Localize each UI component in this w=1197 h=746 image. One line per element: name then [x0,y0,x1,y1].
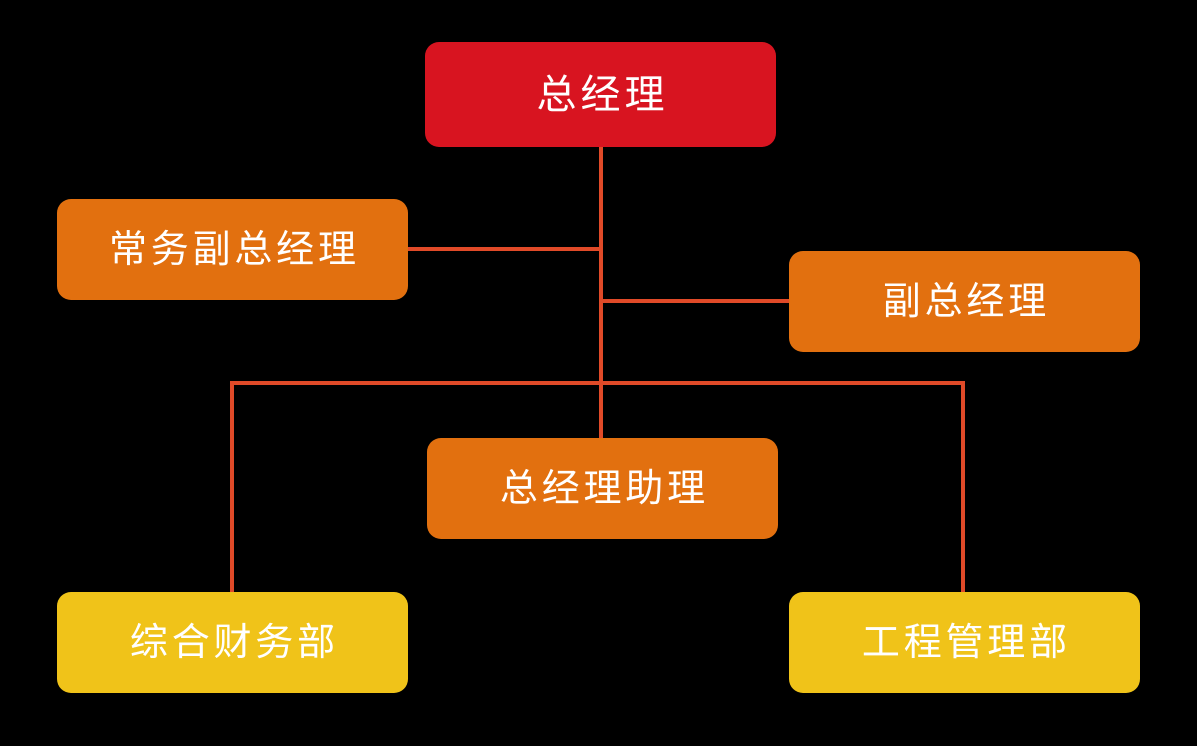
node-deputy-general-manager[interactable]: 副总经理 [789,251,1140,352]
node-label-comprehensive-finance-department: 综合财务部 [129,621,339,664]
connector-drop-finance-department [230,381,234,594]
node-label-general-manager: 总经理 [536,72,669,117]
node-label-deputy-general-manager: 副总经理 [882,280,1050,323]
connector-bus-departments [230,381,965,385]
node-label-general-manager-assistant: 总经理助理 [499,467,709,510]
node-comprehensive-finance-department[interactable]: 综合财务部 [57,592,408,693]
connector-trunk-general-manager [599,145,603,440]
node-label-engineering-management-department: 工程管理部 [861,621,1071,664]
node-engineering-management-department[interactable]: 工程管理部 [789,592,1140,693]
node-general-manager[interactable]: 总经理 [425,42,776,147]
node-executive-deputy-general-manager[interactable]: 常务副总经理 [57,199,408,300]
connector-branch-exec-deputy-general-manager [230,247,601,251]
connector-branch-deputy-general-manager [599,299,965,303]
node-general-manager-assistant[interactable]: 总经理助理 [427,438,778,539]
node-label-executive-deputy-general-manager: 常务副总经理 [108,228,360,271]
connector-drop-engineering-department [961,381,965,594]
